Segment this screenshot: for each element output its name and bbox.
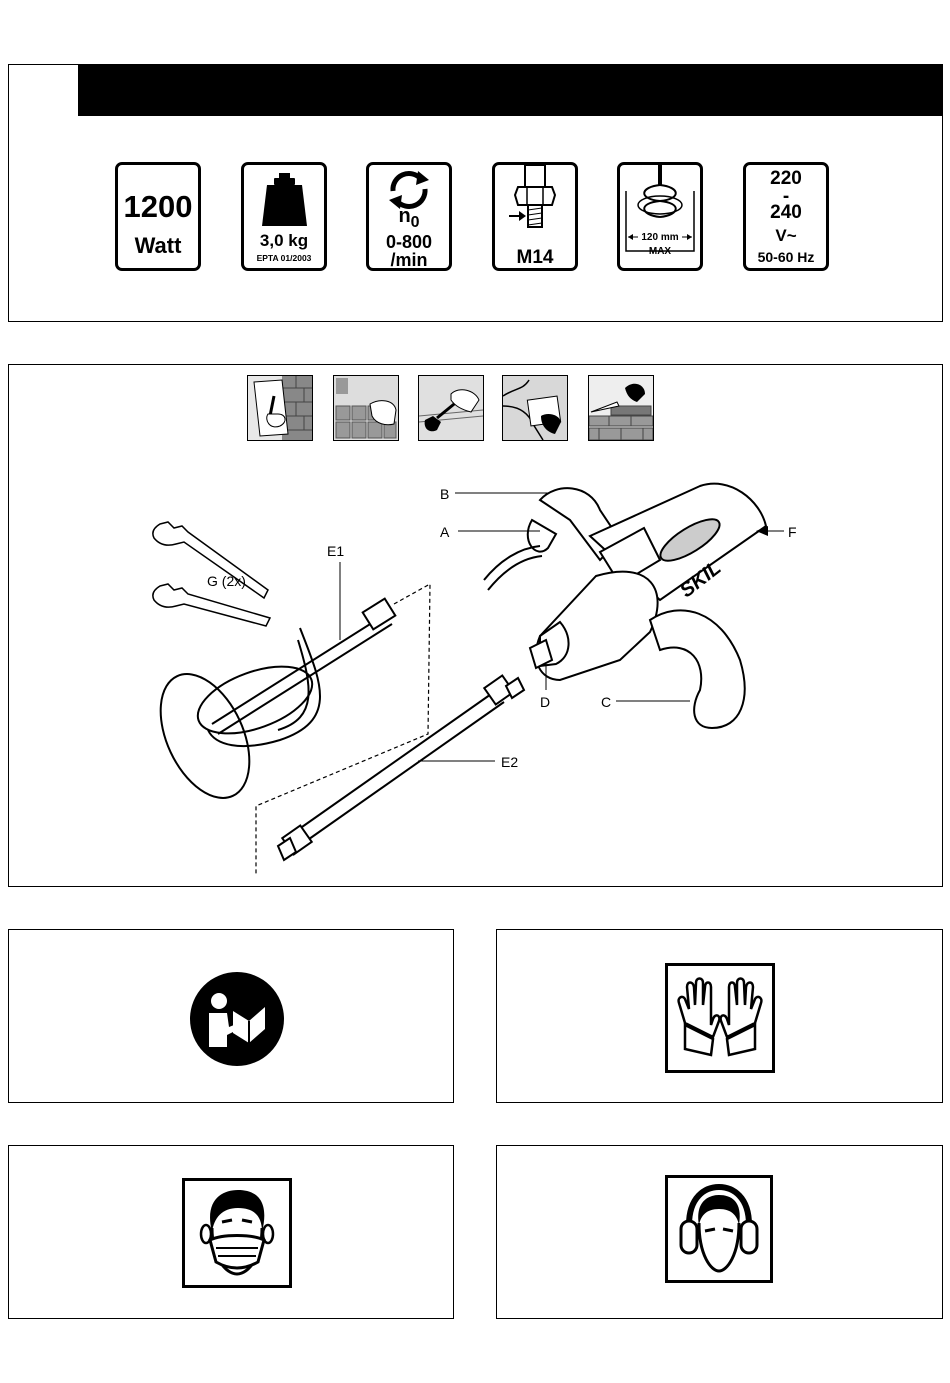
application-tiles-thumb	[333, 375, 399, 441]
spec-power: 1200 Watt	[115, 162, 201, 271]
label-e1: E1	[327, 544, 344, 558]
application-sanding-thumb	[502, 375, 568, 441]
label-f: F	[788, 525, 797, 539]
label-g: G (2x)	[207, 574, 246, 588]
spec-mixer: 120 mm MAX	[617, 162, 703, 271]
ear-protection-icon	[665, 1175, 773, 1283]
spec-mixer-diameter: 120 mm	[638, 233, 682, 243]
spec-speed-symbol: n	[398, 205, 410, 227]
label-b: B	[440, 487, 449, 501]
label-c: C	[601, 695, 611, 709]
label-a: A	[440, 525, 449, 539]
spec-mixer-max: MAX	[620, 247, 700, 257]
spec-speed: n0 0-800 /min	[366, 162, 452, 271]
application-bricklaying-thumb	[588, 375, 654, 441]
spec-speed-sub: 0	[411, 214, 420, 231]
title-bar	[78, 64, 942, 116]
spec-speed-symbol-group: n0	[369, 206, 449, 231]
mixer-tool-diagram: SKIL	[140, 480, 820, 880]
spec-weight: 3,0 kg EPTA 01/2003	[241, 162, 327, 271]
spec-weight-value: 3,0 kg	[244, 232, 324, 249]
application-paint-thumb	[418, 375, 484, 441]
spec-speed-unit: /min	[369, 251, 449, 269]
spec-voltage-bottom: 240	[746, 203, 826, 222]
spec-spindle-value: M14	[495, 248, 575, 267]
spec-spindle: M14	[492, 162, 578, 271]
application-paper-thumb	[247, 375, 313, 441]
spec-voltage-unit: V~	[746, 227, 826, 244]
read-manual-icon	[189, 971, 285, 1067]
spec-weight-note: EPTA 01/2003	[244, 254, 324, 263]
label-d: D	[540, 695, 550, 709]
spec-power-value: 1200	[118, 191, 198, 222]
spec-frequency: 50-60 Hz	[746, 250, 826, 264]
dust-mask-icon	[182, 1178, 292, 1288]
spec-power-unit: Watt	[118, 235, 198, 257]
label-e2: E2	[501, 755, 518, 769]
spec-voltage: 220 - 240 V~ 50-60 Hz	[743, 162, 829, 271]
gloves-icon	[665, 963, 775, 1073]
spec-speed-range: 0-800	[369, 233, 449, 251]
